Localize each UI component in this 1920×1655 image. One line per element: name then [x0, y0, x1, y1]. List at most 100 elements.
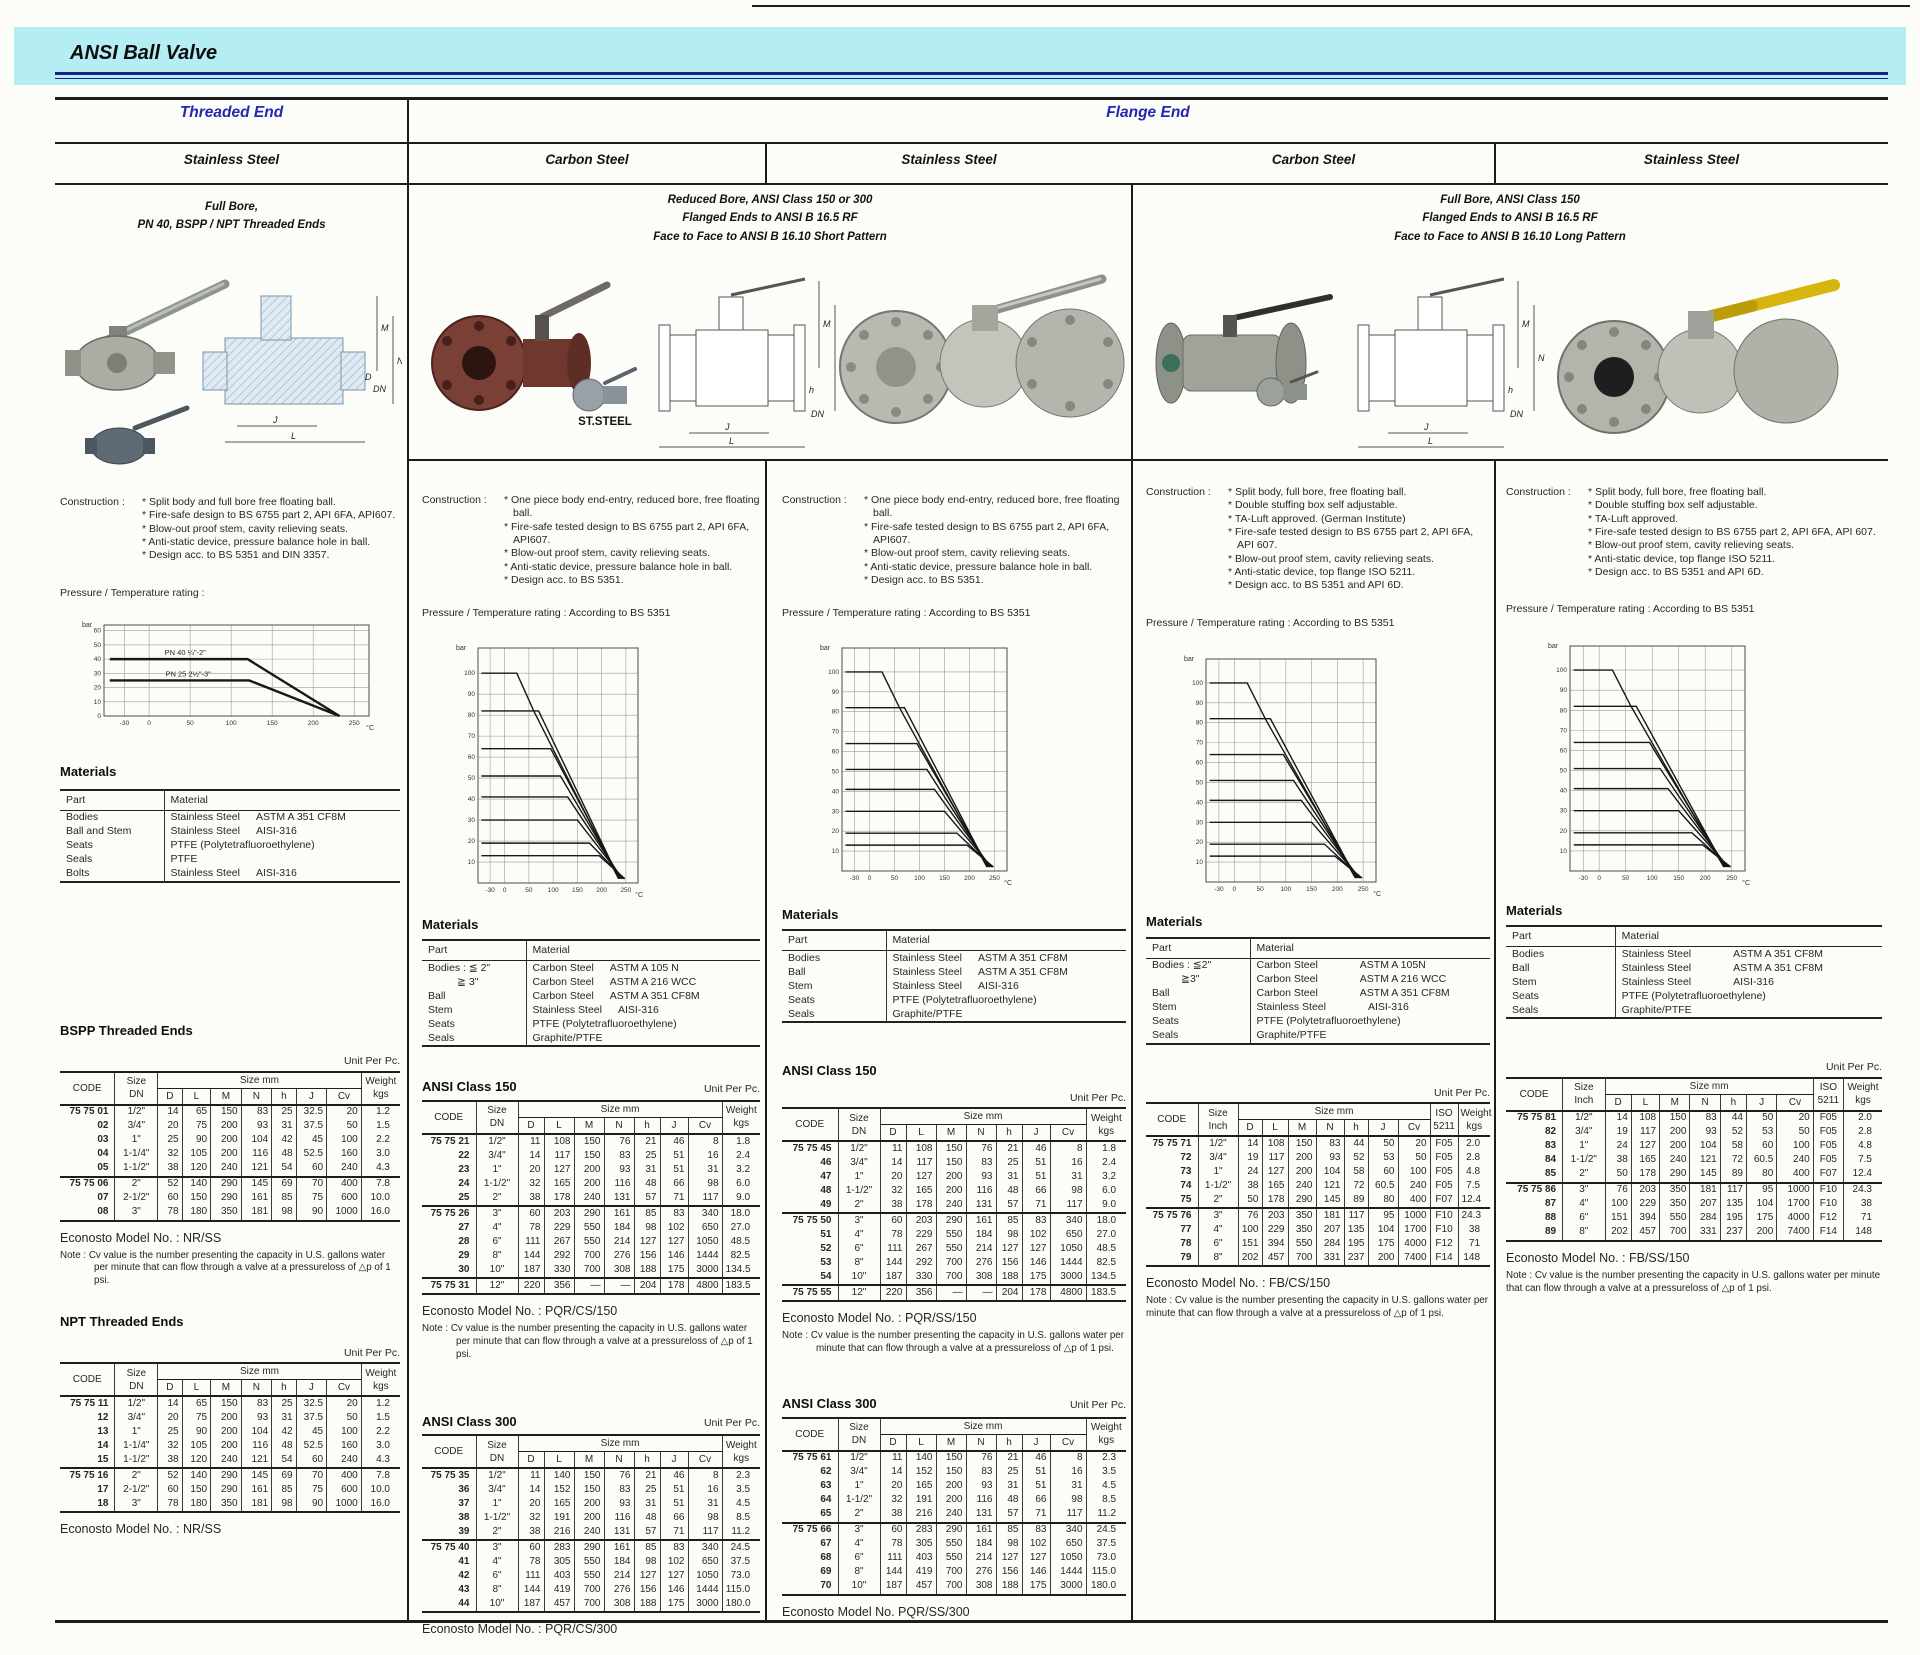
svg-text:90: 90 — [468, 691, 476, 698]
column-flange-stainless-fullbore: Construction : * Split body, full bore, … — [1506, 462, 1882, 1296]
dim-label-dn: DN — [373, 384, 386, 394]
svg-text:40: 40 — [94, 656, 102, 663]
svg-text:40: 40 — [1560, 787, 1568, 794]
valve-photo-threaded-small — [85, 405, 190, 465]
svg-text:80: 80 — [1560, 707, 1568, 714]
svg-text:70: 70 — [1196, 740, 1204, 747]
svg-text:250: 250 — [989, 875, 1000, 882]
construction-bullet: * Fire-safe tested design to BS 6755 par… — [504, 520, 750, 546]
page-edge-line — [752, 5, 1910, 7]
svg-text:50: 50 — [187, 720, 195, 727]
construction-bullet: * Anti-static device, pressure balance h… — [142, 535, 371, 548]
model-number: Econosto Model No. : FB/CS/150 — [1146, 1276, 1331, 1291]
svg-text:90: 90 — [832, 688, 840, 695]
chart-y-unit: bar — [82, 622, 93, 629]
svg-text:100: 100 — [828, 669, 839, 676]
chart-y-unit: bar — [1548, 643, 1559, 650]
divider-2a — [765, 142, 767, 183]
valve-photo-carbon-flanged-fullbore — [1155, 294, 1333, 404]
svg-text:200: 200 — [596, 887, 607, 894]
construction-bullet: * Anti-static device, pressure balance h… — [504, 560, 733, 573]
materials-title: Materials — [782, 906, 839, 922]
construction-bullet: * Design acc. to BS 5351 and API 6D. — [1228, 579, 1404, 592]
svg-text:60: 60 — [468, 754, 476, 761]
svg-text:10: 10 — [832, 848, 840, 855]
materials-title: Materials — [1506, 902, 1563, 918]
svg-text:0: 0 — [868, 875, 872, 882]
svg-text:50: 50 — [468, 775, 476, 782]
construction-label: Construction : — [782, 494, 847, 506]
construction-bullet: * Split body and full bore free floating… — [142, 496, 336, 508]
valve-photo-small-fullbore — [1256, 370, 1319, 407]
construction-label: Construction : — [1146, 486, 1211, 498]
rule-top — [55, 97, 1888, 100]
svg-text:70: 70 — [468, 733, 476, 740]
images-reduced-bore: ST.STEEL M N h DN J L — [409, 265, 1133, 460]
pt-rating-line: Pressure / Temperature rating : Accordin… — [782, 607, 1031, 620]
full-bore-illustrations: M N h DN J L — [1155, 277, 1840, 448]
dim-label-m: M — [381, 323, 389, 333]
svg-text:0: 0 — [147, 720, 151, 727]
pt-rating-line: Pressure / Temperature rating : Accordin… — [1146, 616, 1395, 629]
dim-label-j: J — [724, 422, 730, 432]
dim-label-n: N — [397, 356, 402, 366]
header-material-4: Carbon Steel — [1271, 152, 1356, 167]
unit-label: Unit Per Pc. — [703, 1082, 760, 1095]
svg-text:10: 10 — [94, 699, 102, 706]
model-number: Econosto Model No. : PQR/CS/300 — [422, 1622, 618, 1637]
svg-text:100: 100 — [1192, 680, 1203, 687]
svg-text:10: 10 — [1560, 848, 1568, 855]
construction-bullet: * Blow-out proof stem, cavity relieving … — [1588, 539, 1795, 552]
construction-bullet: * Blow-out proof stem, cavity relieving … — [504, 547, 711, 560]
construction-bullet: * Design acc. to BS 5351 and DIN 3357. — [142, 549, 330, 562]
construction-label: Construction : — [422, 494, 487, 506]
divider-4b — [1494, 459, 1496, 1620]
svg-text:150: 150 — [1673, 875, 1684, 882]
construction-bullet: * TA-Luft approved. (German Institute) — [1228, 512, 1406, 525]
chart-x-unit: °C — [1004, 879, 1012, 887]
divider-3 — [1131, 183, 1133, 1620]
materials-title: Materials — [1146, 914, 1203, 930]
construction-bullet: * Blow-out proof stem, cavity relieving … — [1228, 552, 1435, 565]
svg-text:60: 60 — [94, 628, 102, 635]
valve-photo-threaded — [65, 279, 230, 391]
spec-line: Flanged Ends to ANSI B 16.5 RF — [682, 212, 858, 225]
chart-x-unit: °C — [366, 724, 374, 732]
dim-label-m: M — [823, 319, 831, 329]
construction-bullet: * Anti-static device, top flange ISO 521… — [1588, 552, 1776, 565]
svg-text:80: 80 — [832, 708, 840, 715]
bspp-title: BSPP Threaded Ends — [60, 1022, 193, 1038]
spec-line: PN 40, BSPP / NPT Threaded Ends — [137, 219, 326, 232]
svg-text:-30: -30 — [485, 887, 495, 894]
